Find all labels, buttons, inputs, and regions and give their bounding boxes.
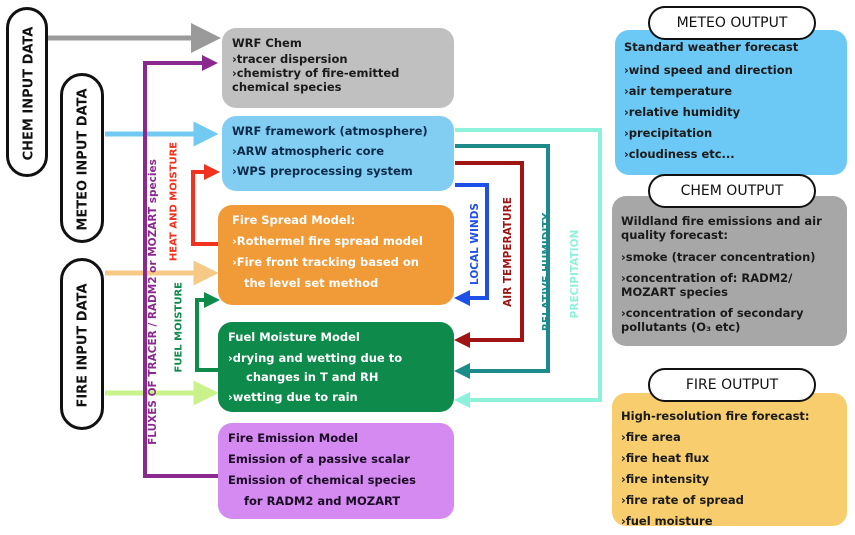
fire-input-pill: FIRE INPUT DATA <box>60 258 104 430</box>
meteo-output-item: Standard weather forecast <box>624 40 799 54</box>
heat-moisture-arrow <box>191 164 220 246</box>
fire-emission-item: Emission of a passive scalar <box>228 452 410 466</box>
fire-output-title: FIRE OUTPUT <box>648 368 816 402</box>
wrf-framework-title: WRF framework (atmosphere) <box>232 124 428 138</box>
fluxes-label: FLUXES OF TRACER / RADM2 or MOZART speci… <box>147 159 159 445</box>
fire-spread-item: ›Rothermel fire spread model <box>232 234 423 248</box>
air-temperature-arrow <box>454 161 524 348</box>
wrf-framework-box: WRF framework (atmosphere) ›ARW atmosphe… <box>222 116 454 191</box>
precipitation-arrow <box>454 128 602 408</box>
chem-input-pill: CHEM INPUT DATA <box>6 7 48 177</box>
fire-emission-item: for RADM2 and MOZART <box>244 494 401 508</box>
relative-humidity-label: RELATIVE HUMIDITY <box>541 212 553 332</box>
meteo-input-label: METEO INPUT DATA <box>75 88 91 231</box>
relative-humidity-arrow <box>454 144 550 379</box>
meteo-output-item: ›relative humidity <box>624 105 741 119</box>
fuel-moisture-item: ›drying and wetting due to <box>228 351 403 365</box>
fuel-moisture-item: ›wetting due to rain <box>228 390 358 404</box>
meteo-output-title: METEO OUTPUT <box>648 6 816 40</box>
fire-output-item: High-resolution fire forecast: <box>621 409 810 423</box>
flux-arrow <box>143 55 218 478</box>
fire-spread-title: Fire Spread Model: <box>232 213 356 227</box>
fire-input-label: FIRE INPUT DATA <box>75 283 91 408</box>
precipitation-label: PRECIPITATION <box>569 229 581 319</box>
fire-output-box: High-resolution fire forecast: ›fire are… <box>612 393 847 528</box>
wrf-chem-item: ›chemistry of fire-emitted <box>232 66 400 80</box>
fuel-moisture-label: FUEL MOISTURE <box>173 282 185 373</box>
fire-spread-item: ›Fire front tracking based on <box>232 255 419 269</box>
fuel-moisture-item: changes in T and RH <box>246 370 379 384</box>
fire-spread-box: Fire Spread Model: ›Rothermel fire sprea… <box>218 205 454 305</box>
air-temperature-label: AIR TEMPERATURE <box>502 197 514 307</box>
wrf-chem-item: ›tracer dispersion <box>232 52 348 66</box>
meteo-output-item: ›precipitation <box>624 126 713 140</box>
chem-output-item: ›smoke (tracer concentration) <box>621 250 816 264</box>
meteo-output-item: ›cloudiness etc... <box>624 147 735 161</box>
fuel-moisture-arrow <box>195 292 220 372</box>
wrf-chem-box: WRF Chem ›tracer dispersion ›chemistry o… <box>222 28 454 108</box>
chem-output-item: ›concentration of: RADM2/ MOZART species <box>621 271 793 299</box>
fire-spread-item: the level set method <box>244 276 379 290</box>
chem-input-label: CHEM INPUT DATA <box>21 26 37 161</box>
chem-output-title: CHEM OUTPUT <box>648 174 816 208</box>
chem-output-item: Wildland fire emissions and air quality … <box>621 214 822 242</box>
wrf-framework-item: ›ARW atmospheric core <box>232 144 385 158</box>
chem-output-box: Wildland fire emissions and air quality … <box>612 196 847 346</box>
meteo-output-box: Standard weather forecast ›wind speed an… <box>615 30 847 175</box>
fire-emission-box: Fire Emission Model Emission of a passiv… <box>218 423 454 519</box>
meteo-output-item: ›wind speed and direction <box>624 63 793 77</box>
fuel-moisture-box: Fuel Moisture Model ›drying and wetting … <box>218 322 454 412</box>
fire-output-item: ›fuel moisture <box>621 514 713 528</box>
wrf-framework-item: ›WPS preprocessing system <box>232 164 413 178</box>
heat-moisture-label: HEAT AND MOISTURE <box>168 141 180 262</box>
fire-output-item: ›fire intensity <box>621 472 710 486</box>
meteo-output-item: ›air temperature <box>624 84 733 98</box>
wrf-chem-title: WRF Chem <box>232 36 302 50</box>
fire-emission-title: Fire Emission Model <box>228 431 359 445</box>
fire-output-item: ›fire heat flux <box>621 451 710 465</box>
fire-emission-item: Emission of chemical species <box>228 473 416 487</box>
chem-output-item: ›concentration of secondary pollutants (… <box>621 306 804 334</box>
meteo-input-pill: METEO INPUT DATA <box>60 73 104 243</box>
fire-output-item: ›fire area <box>621 430 681 444</box>
local-winds-arrow <box>454 183 489 306</box>
wrf-chem-item: chemical species <box>232 80 342 94</box>
fuel-moisture-title: Fuel Moisture Model <box>228 330 360 344</box>
local-winds-label: LOCAL WINDS <box>469 203 481 285</box>
fire-output-item: ›fire rate of spread <box>621 493 744 507</box>
